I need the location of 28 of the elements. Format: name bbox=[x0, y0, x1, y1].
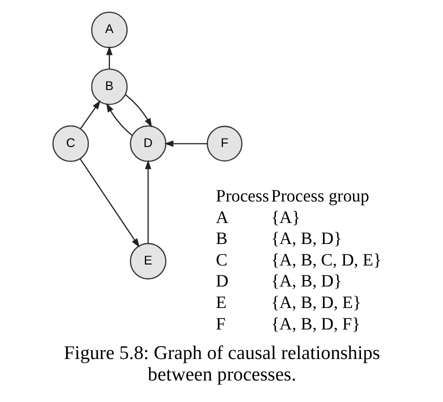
label: D bbox=[215, 270, 228, 291]
node-circle: D bbox=[129, 125, 166, 162]
arrow bbox=[164, 140, 207, 147]
node-circle: C bbox=[52, 125, 88, 162]
label: {A} bbox=[270, 206, 300, 227]
label: {A, B, D} bbox=[270, 270, 342, 291]
label: F bbox=[215, 313, 226, 334]
node-circle: F bbox=[206, 126, 242, 162]
label: Process bbox=[215, 186, 269, 206]
node-circle: B bbox=[90, 68, 128, 106]
label: {A, B, D, F} bbox=[270, 313, 360, 334]
arrow bbox=[144, 160, 151, 244]
label: {A, B, D} bbox=[270, 228, 342, 248]
arrow bbox=[106, 46, 112, 69]
label: Process group bbox=[270, 186, 369, 206]
caption: Figure 5.8: Graph of causal relationships between processes. bbox=[63, 342, 380, 386]
node-circle: A bbox=[90, 12, 128, 48]
label: E bbox=[215, 292, 226, 312]
label: B bbox=[215, 228, 228, 248]
arrow bbox=[106, 102, 132, 136]
label: A bbox=[215, 206, 228, 227]
label: {A, B, C, D, E} bbox=[270, 249, 382, 270]
arrow bbox=[80, 100, 100, 129]
arrow bbox=[79, 158, 140, 248]
arrow bbox=[124, 94, 152, 128]
label: {A, B, D, E} bbox=[270, 292, 361, 312]
node-circle: E bbox=[129, 242, 166, 280]
label: C bbox=[215, 249, 228, 270]
